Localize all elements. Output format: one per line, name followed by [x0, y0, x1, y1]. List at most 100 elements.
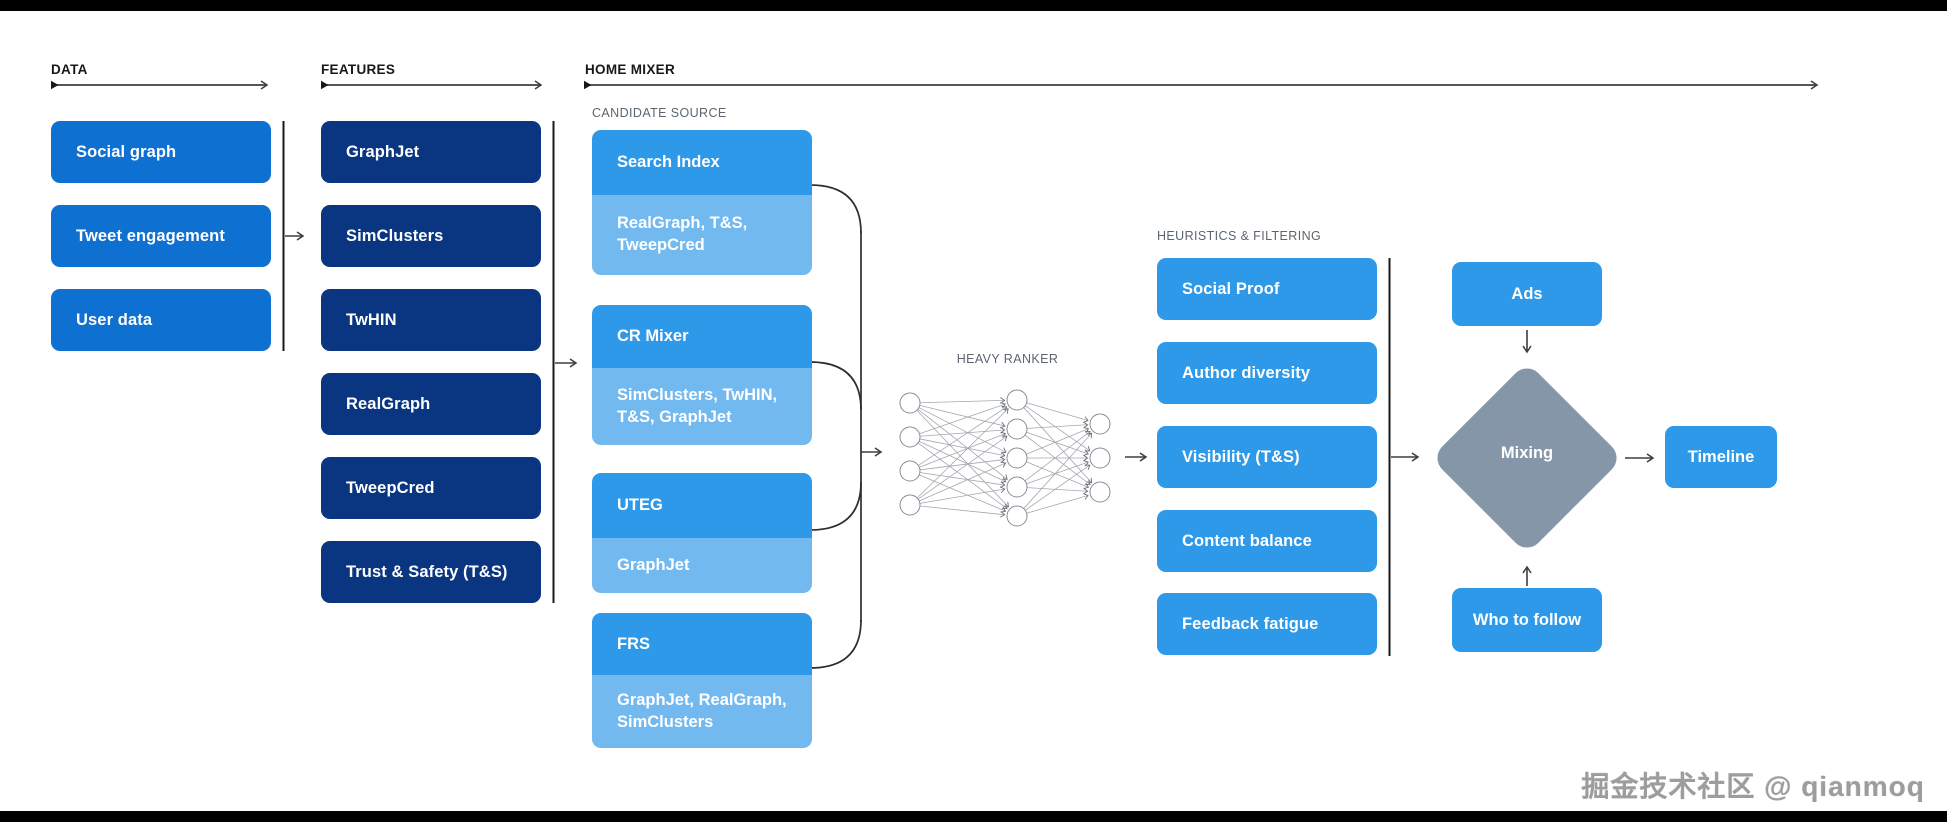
nn-node — [1089, 447, 1111, 469]
box-label: Social Proof — [1182, 279, 1280, 298]
nn-node — [1006, 476, 1028, 498]
nn-edge — [919, 486, 1006, 504]
candidate-title-label: Search Index — [617, 153, 720, 171]
nn-node — [1089, 481, 1111, 503]
nn-edge — [918, 406, 1008, 466]
nn-node — [899, 392, 921, 414]
connector-cr-mixer — [809, 361, 862, 411]
box-label: Author diversity — [1182, 363, 1311, 382]
heavy-ranker-network — [899, 389, 1111, 527]
nn-edge — [919, 472, 1006, 488]
features-box-trust-safety: Trust & Safety (T&S) — [321, 541, 541, 603]
data-box-social-graph: Social graph — [51, 121, 271, 183]
candidate-title: CR Mixer — [592, 305, 812, 368]
nn-edge — [919, 505, 1006, 518]
connector-uteg — [809, 481, 862, 531]
nn-edge — [919, 474, 1007, 513]
candidate-sources-label: GraphJet, RealGraph, SimClusters — [617, 690, 787, 731]
box-label: Social graph — [76, 142, 177, 161]
nn-edge — [1026, 431, 1089, 456]
nn-edge — [1024, 431, 1091, 482]
candidate-merge-connectors — [809, 184, 862, 669]
nn-edge — [917, 408, 1008, 480]
nn-edge — [918, 407, 1007, 454]
heuristics-filtering-label: HEURISTICS & FILTERING — [1157, 229, 1322, 243]
candidate-title-label: UTEG — [617, 496, 663, 514]
nn-edge — [917, 435, 1008, 500]
data-box-user-data: User data — [51, 289, 271, 351]
candidate-sources-label: RealGraph, T&S, TweepCred — [617, 214, 748, 254]
box-label: Timeline — [1687, 447, 1755, 466]
box-label: Feedback fatigue — [1182, 614, 1319, 633]
flow-arrows — [285, 231, 1655, 586]
nn-node — [1006, 447, 1028, 469]
box-label: TweepCred — [346, 478, 435, 497]
box-label: Trust & Safety (T&S) — [346, 562, 508, 581]
candidate-sources: SimClusters, TwHIN, T&S, GraphJet — [592, 368, 812, 445]
candidate-source-label: CANDIDATE SOURCE — [592, 106, 727, 120]
box-label: SimClusters — [346, 226, 444, 245]
box-label: Tweet engagement — [76, 226, 225, 245]
box-label: Content balance — [1182, 531, 1312, 550]
nn-node — [1006, 389, 1028, 411]
nn-edge — [1023, 407, 1093, 484]
heuristics-box-social-proof: Social Proof — [1157, 258, 1377, 320]
nn-edge — [916, 408, 1009, 499]
nn-edge — [919, 404, 1006, 429]
nn-edge — [1024, 464, 1091, 511]
nn-edge — [918, 461, 1007, 502]
candidate-title: FRS — [592, 613, 812, 675]
nn-edge — [1024, 405, 1091, 452]
nn-edge — [916, 409, 1009, 508]
nn-edge — [1023, 432, 1093, 509]
letterbox-top — [0, 0, 1947, 11]
nn-edge — [919, 402, 1006, 435]
candidate-title-label: CR Mixer — [617, 327, 689, 345]
nn-edge — [1024, 434, 1091, 485]
nn-edge — [1026, 427, 1090, 455]
candidate-title: Search Index — [592, 130, 812, 195]
nn-edge — [1026, 460, 1089, 485]
candidate-group-frs: FRS GraphJet, RealGraph, SimClusters — [592, 613, 812, 748]
nn-edge — [919, 431, 1007, 468]
column-dividers — [282, 121, 1391, 656]
nn-node — [899, 494, 921, 516]
nn-node — [1006, 418, 1028, 440]
heuristics-box-content-balance: Content balance — [1157, 510, 1377, 572]
candidate-sources: RealGraph, T&S, TweepCred — [592, 195, 812, 275]
features-box-simclusters: SimClusters — [321, 205, 541, 267]
nn-edge — [919, 438, 1006, 459]
box-label: Visibility (T&S) — [1182, 447, 1300, 466]
box-label: User data — [76, 310, 153, 329]
heuristics-box-feedback-fatigue: Feedback fatigue — [1157, 593, 1377, 655]
data-box-tweet-engagement: Tweet engagement — [51, 205, 271, 267]
ads-box: Ads — [1452, 262, 1602, 326]
box-label: Who to follow — [1472, 610, 1582, 629]
heuristics-box-visibility: Visibility (T&S) — [1157, 426, 1377, 488]
nn-edge — [1026, 493, 1089, 514]
box-label: TwHIN — [346, 310, 397, 329]
nn-edge — [917, 442, 1008, 510]
candidate-title: UTEG — [592, 473, 812, 538]
mixing-label: Mixing — [1500, 444, 1554, 462]
features-box-graphjet: GraphJet — [321, 121, 541, 183]
nn-edge — [918, 440, 1007, 484]
candidate-sources-label: GraphJet — [617, 555, 690, 574]
heavy-ranker-label: HEAVY RANKER — [956, 352, 1059, 366]
candidate-sources: GraphJet — [592, 538, 812, 593]
nn-edge — [1026, 487, 1089, 495]
features-box-twhin: TwHIN — [321, 289, 541, 351]
nn-edge — [919, 397, 1006, 404]
nn-node — [1089, 413, 1111, 435]
heuristics-box-author-diversity: Author diversity — [1157, 342, 1377, 404]
nn-node — [899, 426, 921, 448]
nn-edge — [1026, 421, 1089, 429]
nn-edge — [1026, 461, 1090, 489]
box-label: GraphJet — [346, 142, 420, 161]
data-section-label: DATA — [51, 62, 88, 77]
features-box-realgraph: RealGraph — [321, 373, 541, 435]
candidate-sources-label: SimClusters, TwHIN, T&S, GraphJet — [617, 385, 778, 426]
nn-edge — [1026, 402, 1089, 423]
